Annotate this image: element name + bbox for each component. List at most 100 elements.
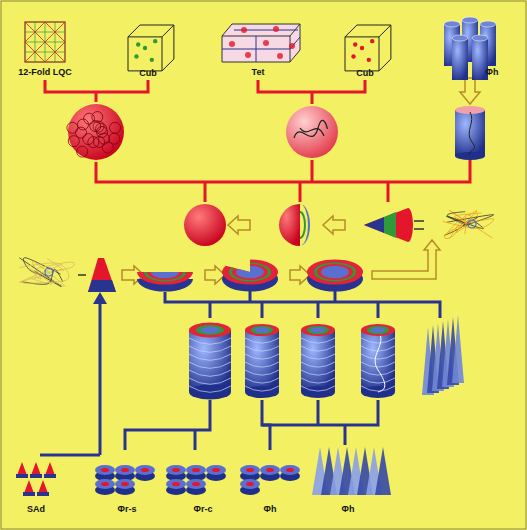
stack-plate: [375, 447, 391, 495]
tetragonal-lattice: [222, 24, 300, 62]
column-core: [266, 468, 274, 472]
lattice-dot: [351, 54, 355, 58]
column-ring: [307, 326, 330, 334]
column-core: [201, 327, 220, 334]
arrowhead: [93, 292, 107, 304]
tet-box: [222, 24, 300, 62]
column-stripe: [189, 386, 231, 392]
hollow-arrow: [372, 240, 440, 279]
lattice-12fold: [25, 22, 65, 62]
column-stack: [301, 324, 335, 398]
red-wire: [95, 92, 98, 102]
wedge-base: [37, 492, 49, 496]
disc-top: [222, 259, 278, 284]
column-core: [212, 468, 220, 472]
disc-ring: [229, 263, 271, 282]
oblique-lattice: [312, 447, 391, 495]
column-stripe: [189, 338, 231, 344]
phase-label: 12-Fold LQC: [18, 68, 72, 77]
column-core: [192, 468, 200, 472]
disc-top: [137, 272, 193, 285]
molecule-bond: [443, 219, 494, 229]
red-wire: [258, 80, 365, 92]
column-core: [172, 468, 180, 472]
column-stripe: [189, 346, 231, 352]
red-wire: [204, 182, 207, 202]
red-wire: [387, 182, 390, 202]
column-stack: [361, 324, 395, 398]
phase-label: Cub: [139, 69, 157, 78]
column-stripe: [301, 370, 335, 375]
column-stripe: [245, 386, 279, 391]
cubic-lattice: [345, 25, 391, 71]
disc: [307, 259, 363, 291]
column-stripe: [301, 362, 335, 367]
sphere-bump: [77, 146, 88, 157]
red-wire: [311, 160, 314, 182]
column-stripe: [245, 370, 279, 375]
column-top: [480, 21, 496, 27]
column-stack: [245, 324, 279, 398]
sphere-bump: [110, 122, 121, 133]
wedge-base: [23, 492, 35, 496]
cone-body: [364, 208, 413, 242]
lattice-dot: [370, 39, 374, 43]
column-stripe: [301, 354, 335, 359]
disc-ring: [314, 263, 356, 282]
column-core: [246, 482, 254, 486]
column-core: [121, 468, 129, 472]
red-wire: [45, 80, 148, 92]
cut-face: [300, 212, 305, 238]
column-stripe: [301, 338, 335, 343]
phase-label: Φh: [486, 68, 499, 77]
wedge: [88, 258, 116, 292]
column-body: [301, 330, 335, 392]
column-section: [135, 465, 155, 475]
column-stripe: [245, 378, 279, 383]
column-section: [186, 465, 206, 475]
sphere-bump: [76, 127, 87, 138]
wedge-base: [44, 474, 56, 478]
stack-plate: [452, 315, 464, 383]
column-section: [95, 479, 115, 489]
column-stripe: [361, 354, 395, 359]
lattice-dot: [143, 46, 147, 50]
column-stripe: [189, 362, 231, 368]
cubic-lattice: [128, 25, 174, 71]
wedge-base: [88, 280, 116, 292]
phase-label: Tet: [252, 68, 265, 77]
column-base: [189, 384, 231, 399]
wedge: [23, 480, 35, 496]
phase-label: Φh: [342, 505, 355, 514]
lattice-dot: [134, 54, 138, 58]
column-top: [189, 322, 231, 337]
column-section: [166, 465, 186, 475]
blue-wire: [40, 454, 100, 457]
lattice-dot: [353, 42, 357, 46]
column-stripe: [245, 362, 279, 367]
blue-wire: [99, 298, 102, 455]
column-section: [240, 479, 260, 489]
tilted-stack: [422, 315, 464, 395]
red-wire: [311, 92, 314, 104]
bumpy-sphere: [67, 104, 124, 160]
column-top: [452, 35, 468, 41]
column-core: [246, 468, 254, 472]
column-base: [301, 386, 335, 398]
column-stripe: [245, 354, 279, 359]
disc-core: [151, 272, 179, 278]
column-ring: [367, 326, 390, 334]
lattice-line: [55, 22, 56, 62]
tet-line: [222, 30, 300, 62]
column-stripe: [245, 338, 279, 343]
blue-wire: [334, 290, 337, 302]
column-section: [206, 465, 226, 475]
chain: [294, 120, 327, 138]
sphere: [184, 204, 226, 246]
column-section: [115, 465, 135, 475]
hollow-arrow: [228, 216, 250, 234]
lattice-line: [25, 22, 65, 62]
cone-tip: [364, 217, 384, 233]
column-stripe: [361, 338, 395, 343]
